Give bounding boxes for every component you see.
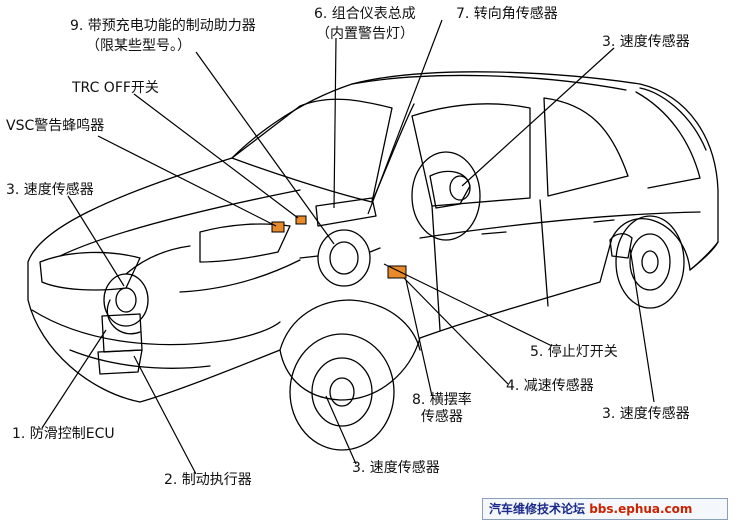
hood-line [59, 189, 301, 257]
instrument-cluster [315, 197, 377, 227]
front-bumper [31, 309, 281, 346]
label-stop-lamp-switch: 5. 停止灯开关 [530, 344, 618, 360]
door-handle-rear [593, 219, 615, 223]
label-trc-off-switch: TRC OFF开关 [72, 80, 159, 96]
leader-ecu [41, 329, 107, 429]
label-speed-sensor-rear-right: 3. 速度传感器 [602, 406, 690, 422]
leader-speed-front [325, 395, 357, 465]
label-vsc-warning-buzzer: VSC警告蜂鸣器 [6, 118, 105, 134]
door-line-front [431, 205, 441, 331]
trc-switch-part [295, 215, 307, 225]
label-speed-sensor-front-right: 3. 速度传感器 [602, 34, 690, 50]
watermark-text: 汽车维修技术论坛 [489, 502, 586, 516]
door-handle-front [481, 231, 507, 235]
rear-window [543, 97, 629, 197]
vsc-buzzer-part [271, 221, 285, 233]
leader-speed-fl [67, 195, 125, 287]
label-speed-sensor-front-left: 3. 速度传感器 [6, 182, 94, 198]
leader-trc [133, 93, 299, 219]
label-yaw-line1: 8. 横摆率 [412, 392, 472, 408]
brake-lines [106, 245, 301, 335]
label-steering-angle-sensor: 7. 转向角传感器 [456, 6, 558, 22]
headlight-right [199, 223, 291, 263]
leader-yaw [405, 279, 433, 397]
brake-booster [317, 229, 371, 287]
leader-stop [383, 263, 553, 347]
steering-wheel [411, 151, 481, 241]
label-instrument-cluster-note: （内置警告灯） [316, 26, 414, 42]
door-line-mid [539, 199, 549, 307]
roof [351, 74, 627, 91]
label-instrument-cluster: 6. 组合仪表总成 [314, 6, 416, 22]
label-yaw-rate-sensor: 8. 横摆率 传感器 [412, 392, 472, 426]
leader-speed-fr [461, 47, 615, 187]
label-skid-control-ecu: 1. 防滑控制ECU [12, 426, 115, 442]
front-wheel-arch [279, 299, 421, 351]
label-yaw-line2: 传感器 [420, 409, 463, 425]
car-body-outline [27, 71, 719, 403]
leader-booster [195, 51, 335, 245]
label-deceleration-sensor: 4. 减速传感器 [506, 378, 594, 394]
label-brake-booster-note: （限某些型号。） [86, 38, 191, 54]
decel-sensor-part [387, 265, 407, 279]
watermark-url: bbs.ephua.com [589, 502, 693, 516]
label-brake-actuator: 2. 制动执行器 [164, 472, 252, 488]
leader-steering [367, 19, 443, 215]
leader-actuator [133, 355, 197, 475]
rear-bumper [689, 241, 719, 271]
side-mirror [429, 170, 471, 209]
headlight-left [39, 251, 141, 291]
label-brake-booster: 9. 带预充电功能的制动助力器 [70, 18, 256, 34]
front-wheel [289, 333, 395, 451]
leader-vsc [97, 135, 277, 227]
front-window [411, 103, 531, 207]
body-crease [419, 211, 701, 239]
label-speed-sensor-front-bottom: 3. 速度传感器 [352, 460, 440, 476]
forum-watermark: 汽车维修技术论坛 bbs.ephua.com [482, 498, 728, 520]
rear-wheel [615, 215, 685, 309]
c-pillar [635, 91, 701, 189]
leader-speed-rr [629, 247, 655, 403]
lower-grille [69, 349, 211, 369]
leader-cluster [333, 37, 337, 209]
leader-decel [403, 277, 509, 385]
